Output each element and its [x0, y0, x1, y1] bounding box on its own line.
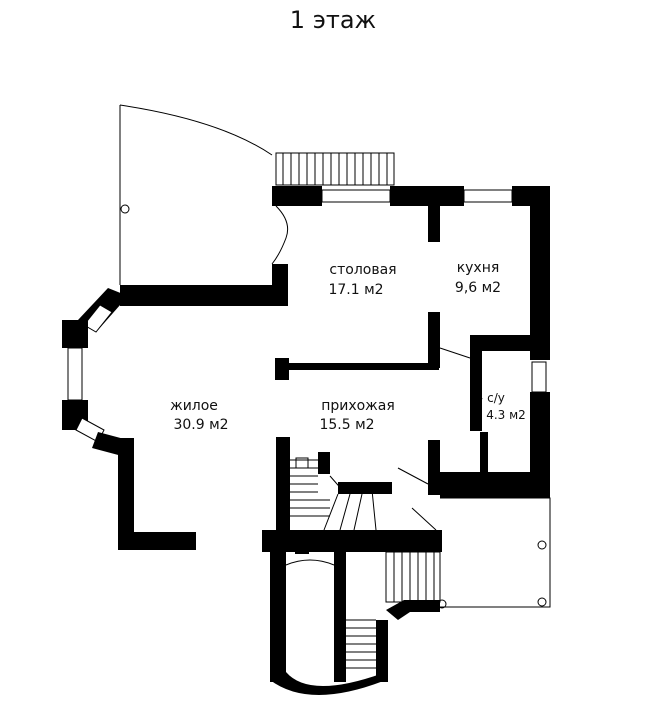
- terrace-outline: [119, 104, 273, 285]
- wc-window: [531, 361, 547, 393]
- kitchen-partition-top: [428, 206, 440, 242]
- right-wall-upper: [530, 186, 550, 352]
- living-top-wall: [120, 285, 288, 306]
- room-area: 17.1 м2: [328, 282, 383, 298]
- inner-stair: [276, 437, 437, 533]
- top-stair: [275, 152, 395, 186]
- column-block: [275, 358, 289, 380]
- wc-stub: [480, 432, 488, 472]
- room-wc: с/у 4.3 м2: [486, 391, 526, 422]
- hall-right-wall: [428, 440, 440, 495]
- wc-top-wall: [470, 335, 550, 351]
- room-living: жилое 30.9 м2: [170, 398, 228, 433]
- hall-partition: [289, 363, 439, 370]
- room-area: 9,6 м2: [455, 280, 501, 296]
- dining-door-arc: [271, 205, 289, 265]
- room-dining: столовая 17.1 м2: [328, 262, 396, 298]
- room-hall: прихожая 15.5 м2: [319, 398, 394, 433]
- room-name: жилое: [170, 398, 218, 414]
- room-name: с/у: [487, 391, 505, 405]
- living-bay: [62, 288, 196, 550]
- room-area: 30.9 м2: [173, 417, 228, 433]
- wc-door-swing: [471, 397, 483, 427]
- room-area: 4.3 м2: [486, 408, 526, 422]
- hall-door-swing: [397, 467, 429, 485]
- room-area: 15.5 м2: [319, 417, 374, 433]
- kitchen-door-swing: [439, 347, 471, 359]
- bottom-wall-post: [295, 530, 309, 554]
- right-wall-lower: [530, 392, 550, 498]
- room-kitchen: кухня 9,6 м2: [455, 260, 501, 296]
- entry-door-swing: [411, 507, 437, 531]
- top-wall: [272, 186, 550, 206]
- wc-left-wall: [470, 351, 482, 431]
- floor-title: 1 этаж: [290, 6, 376, 34]
- bottom-right-wall: [440, 472, 550, 498]
- room-name: кухня: [457, 260, 500, 276]
- porch-outline: [437, 497, 551, 609]
- room-name: прихожая: [321, 398, 395, 414]
- column-marker: [120, 204, 130, 214]
- kitchen-partition-bottom: [428, 312, 440, 368]
- right-wall-mid: [530, 352, 550, 360]
- lower-stair-tower: [270, 551, 441, 695]
- room-name: столовая: [329, 262, 396, 278]
- bottom-wall: [262, 530, 442, 552]
